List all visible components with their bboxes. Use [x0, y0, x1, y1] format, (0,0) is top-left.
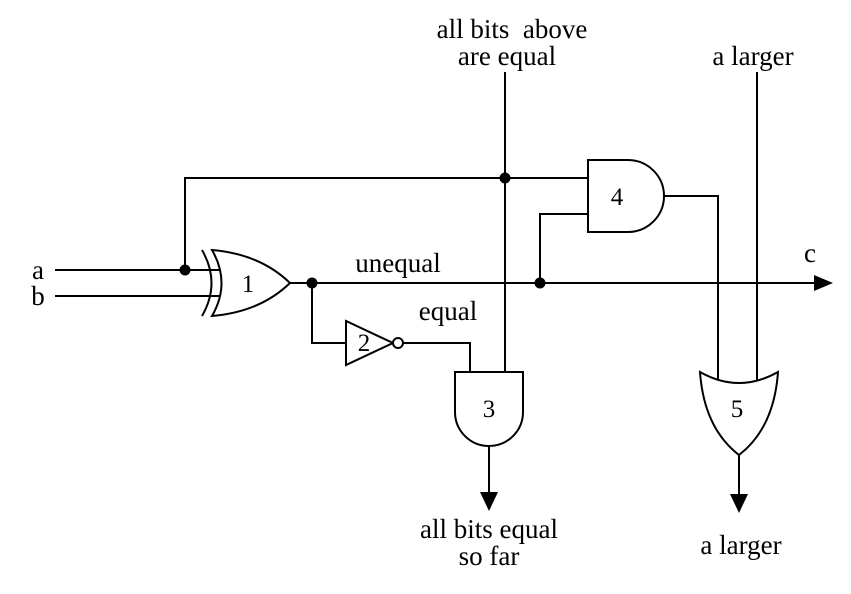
inverter-gate-2	[345, 319, 404, 367]
label-unequal: unequal	[355, 248, 440, 278]
arrow-output-c	[814, 275, 833, 291]
label-input-b: b	[31, 281, 45, 311]
junction-dot-unequal-gate4	[534, 277, 546, 289]
inverter-gate-2-triangle	[345, 319, 396, 367]
xor-gate-1-body	[210, 248, 292, 318]
wire-unequal-to-gate4	[539, 213, 592, 283]
gate-number-2: 2	[358, 330, 371, 357]
wire-a-to-gate4	[184, 177, 592, 270]
label-output-c: c	[804, 238, 816, 268]
gate-number-3: 3	[483, 396, 496, 423]
xor-gate-1-back-arc	[201, 249, 213, 317]
inverter-gate-2-bubble	[392, 337, 404, 349]
label-are-equal: are equal	[458, 41, 556, 71]
label-input-a: a	[32, 255, 44, 285]
gate-number-5: 5	[731, 396, 744, 423]
junction-dot-unequal-branch	[306, 277, 318, 289]
and-gate-4	[587, 159, 665, 233]
label-so-far: so far	[459, 541, 520, 571]
junction-dot-above-equal	[499, 172, 511, 184]
xor-gate-1	[201, 248, 292, 318]
label-all-bits-equal: all bits equal	[420, 514, 558, 544]
arrow-gate5-output	[730, 494, 748, 513]
label-all-bits-above: all bits above	[437, 14, 588, 44]
wire-gate4-to-gate5	[664, 195, 719, 395]
or-gate-5	[698, 370, 780, 457]
gate-number-1: 1	[242, 271, 255, 298]
junction-dot-a-branch	[179, 264, 191, 276]
wire-unequal-to-inverter	[311, 283, 346, 344]
wire-equal-to-gate3	[403, 342, 471, 376]
gate-number-4: 4	[611, 184, 624, 211]
label-a-larger-top: a larger	[712, 41, 793, 71]
label-a-larger-bottom: a larger	[700, 530, 781, 560]
label-equal: equal	[419, 296, 477, 326]
arrow-gate3-output	[480, 492, 498, 511]
and-gate-3	[454, 371, 524, 447]
